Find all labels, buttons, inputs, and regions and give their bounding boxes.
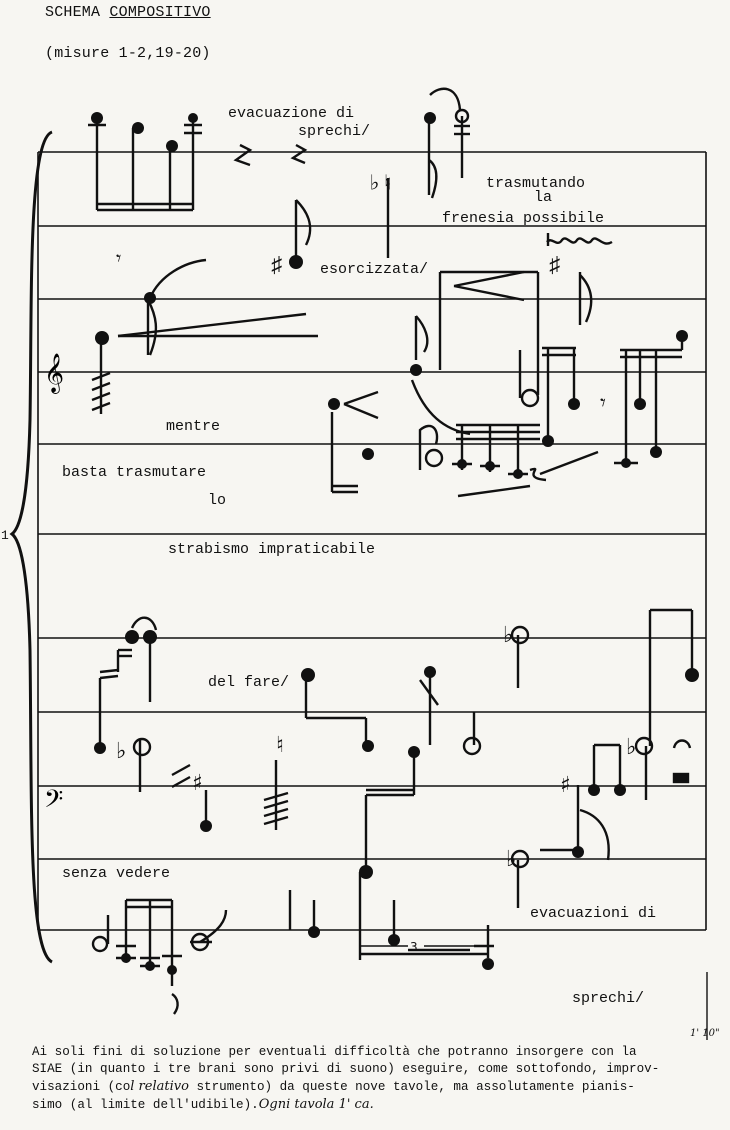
lyric-la: la (534, 189, 552, 206)
duration-mark: 1' 10" (690, 1028, 720, 1039)
bass-clef-icon: 𝄢 (44, 785, 63, 820)
lyric-lo: lo (208, 492, 226, 509)
lyric-esorcizzata: esorcizzata/ (320, 261, 428, 278)
lyric-trasmutando: trasmutando (486, 175, 585, 192)
tuplet-number: 3 (410, 940, 418, 954)
svg-text:𝄾: 𝄾 (116, 249, 121, 272)
svg-text:♭: ♭ (626, 735, 636, 760)
lyric-evacuazioni: evacuazioni di (530, 905, 656, 922)
svg-text:♭♮: ♭♮ (368, 172, 395, 197)
svg-text:♮: ♮ (276, 733, 284, 758)
system-number: 1 (1, 528, 9, 543)
system-brace (9, 130, 53, 964)
notation-gestures: ♭♮ ♯ 𝄾 ♯ 𝄾 (88, 87, 694, 1015)
lyric-basta: basta trasmutare (62, 464, 206, 481)
music-score: 𝄞 𝄢 ♭♮ ♯ 𝄾 ♯ 𝄾 (1, 87, 720, 1040)
accidentals: ♭ ♭ ♮ ♯ ♯ ♭ ♭ (116, 623, 636, 872)
lyric-sprechi-top: sprechi/ (298, 123, 370, 140)
svg-text:♭: ♭ (503, 623, 513, 648)
footer-line-4a: simo (al limite dell'udibile). (32, 1098, 259, 1112)
lyric-mentre: mentre (166, 418, 220, 435)
footer-note: Ai soli fini di soluzione per eventuali … (32, 1044, 712, 1114)
svg-text:♯: ♯ (270, 254, 283, 279)
lyric-senza-vedere: senza vedere (62, 865, 170, 882)
noteheads (91, 112, 699, 975)
svg-text:♯: ♯ (192, 771, 203, 796)
lyric-evacuazione: evacuazione di (228, 105, 354, 122)
footer-line-1: Ai soli fini di soluzione per eventuali … (32, 1045, 637, 1059)
lyric-sprechi-bottom: sprechi/ (572, 990, 644, 1007)
lyric-frenesia: frenesia possibile (442, 210, 604, 227)
lyric-strabismo: strabismo impraticabile (168, 541, 375, 558)
footer-line-4b: Ogni tavola 1' ca. (258, 1097, 374, 1112)
title-word-compositivo: COMPOSITIVO (109, 4, 211, 21)
treble-clef-icon: 𝄞 (44, 353, 64, 394)
svg-text:♭: ♭ (116, 739, 126, 764)
lyric-del-fare: del fare/ (208, 674, 289, 691)
svg-text:𝄾: 𝄾 (600, 392, 606, 417)
footer-line-2: SIAE (in quanto i tre brani sono privi d… (32, 1062, 660, 1076)
svg-text:♭: ♭ (506, 847, 516, 872)
svg-text:♯: ♯ (560, 773, 571, 798)
footer-line-3a: visazioni (co (32, 1080, 131, 1094)
title-word-schema: SCHEMA (45, 4, 101, 21)
footer-line-3c: strumento) da queste nove tavole, ma ass… (188, 1080, 635, 1094)
footer-line-3b: l relativo (130, 1079, 189, 1094)
svg-text:♯: ♯ (548, 254, 561, 279)
page-title: SCHEMA COMPOSITIVO (45, 4, 211, 21)
page-subtitle: (misure 1-2,19-20) (45, 45, 211, 62)
